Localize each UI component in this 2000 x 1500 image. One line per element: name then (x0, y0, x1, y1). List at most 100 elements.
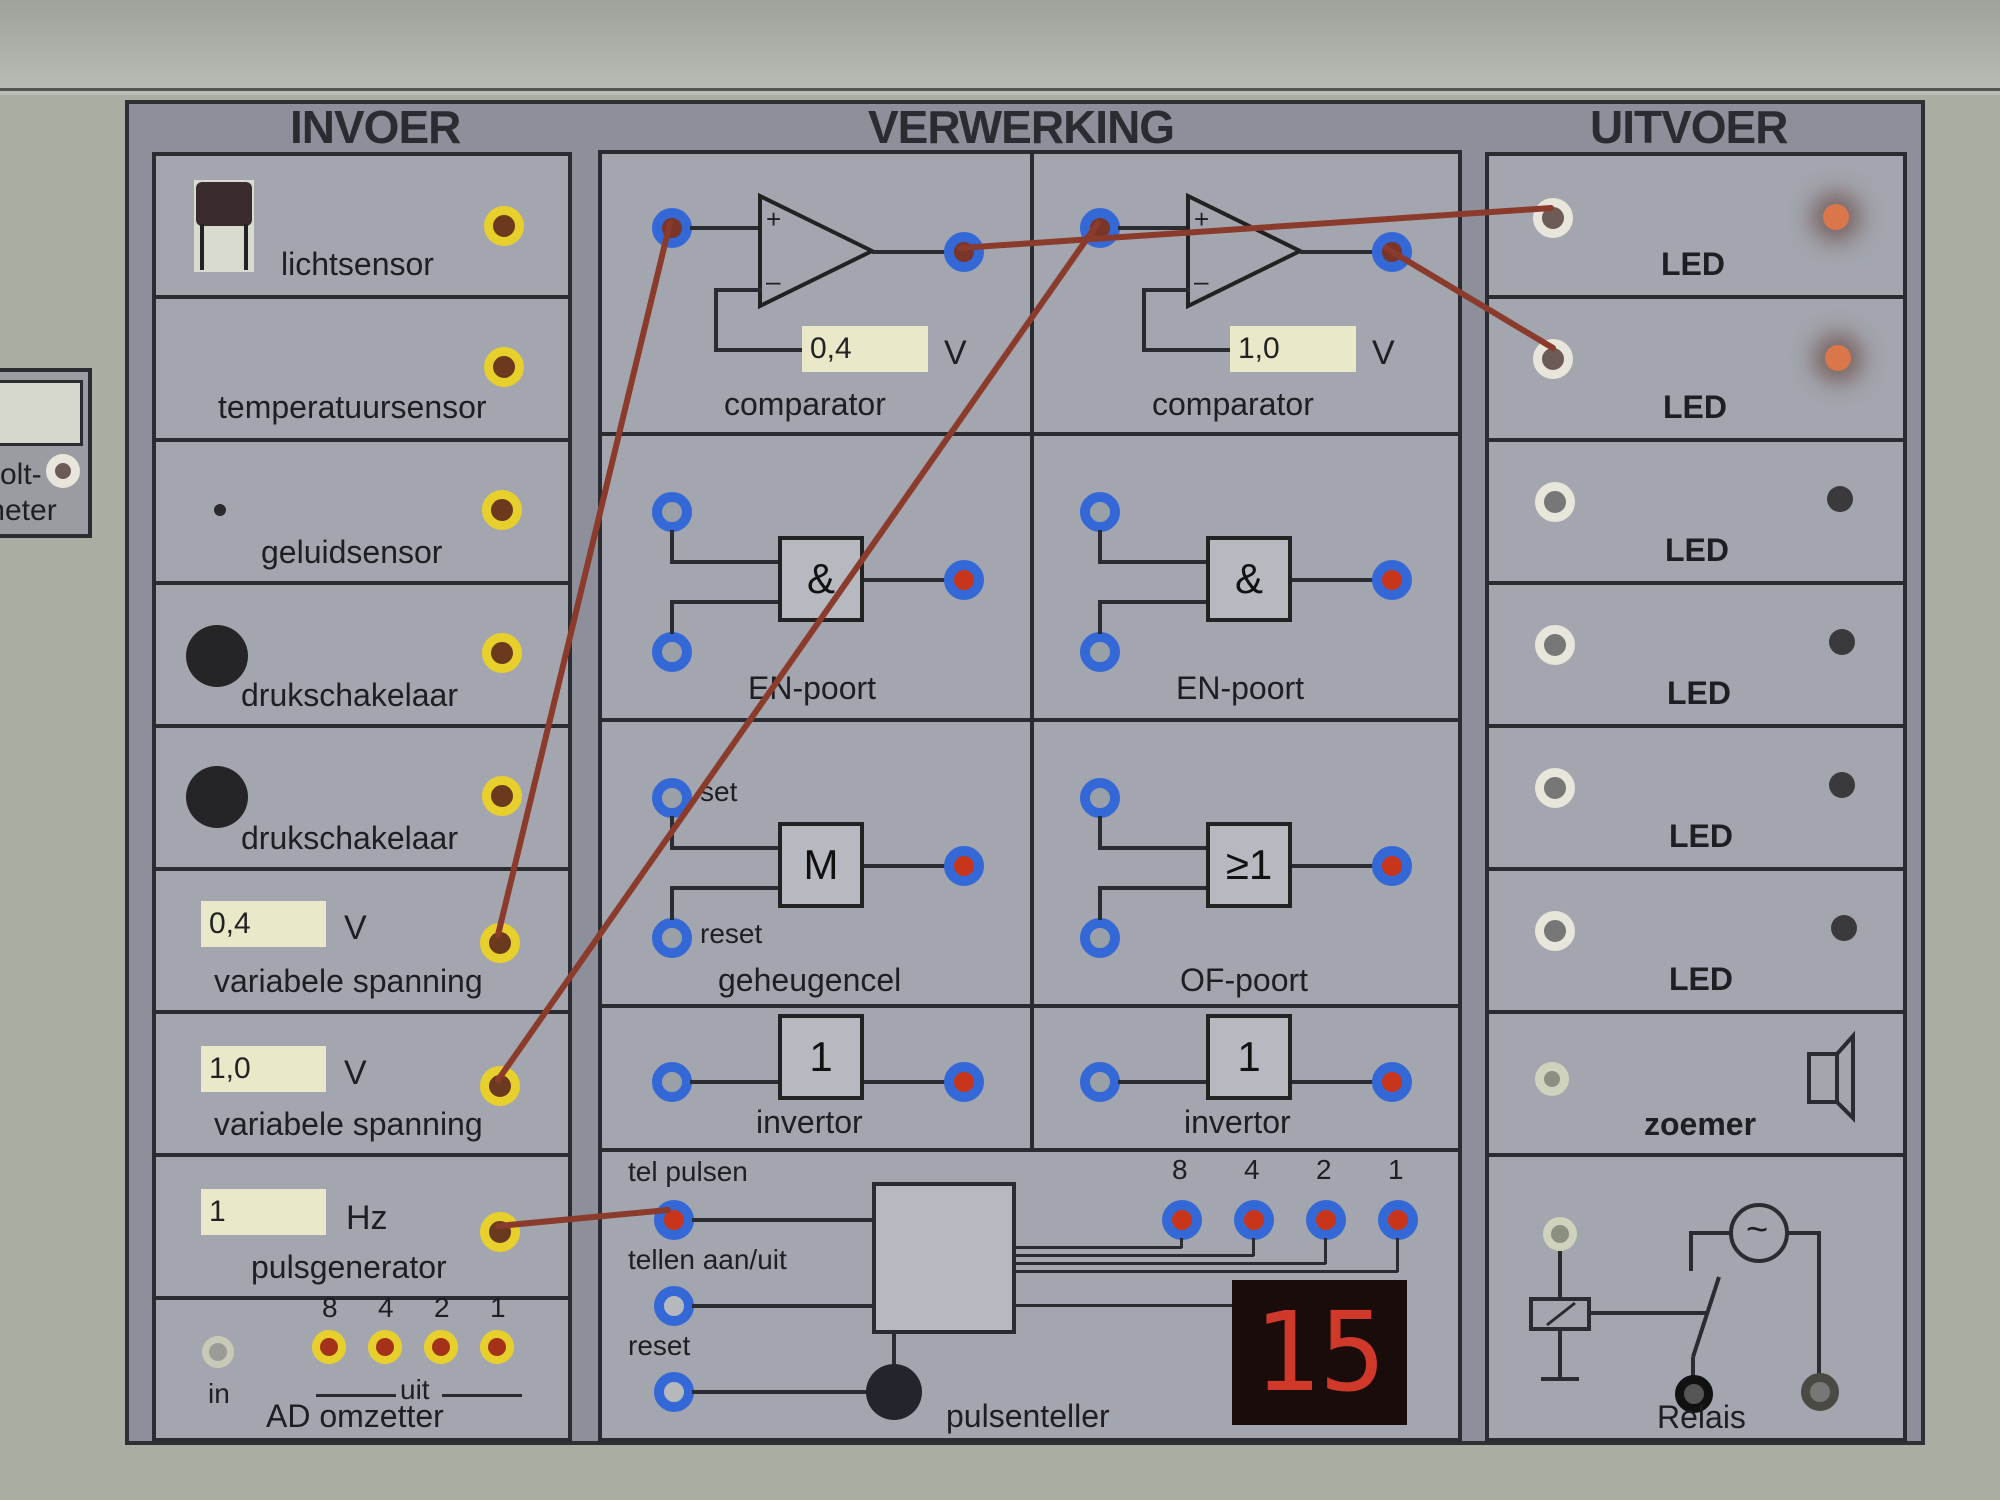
led-socket[interactable] (1535, 768, 1575, 808)
wire (1142, 348, 1232, 352)
relay-output: ~ Relais (1489, 1157, 1903, 1438)
wire (864, 864, 948, 868)
wire (1098, 888, 1102, 920)
ad-input-socket[interactable] (202, 1336, 234, 1368)
counter-bit-label: 1 (1388, 1154, 1404, 1185)
led-label: LED (1665, 532, 1729, 568)
gate-input-socket[interactable] (652, 492, 692, 532)
inverter-symbol: 1 (1206, 1014, 1292, 1100)
ad-bit-label: 8 (322, 1292, 338, 1323)
led-output-2: LED (1489, 299, 1903, 442)
set-socket[interactable] (652, 778, 692, 818)
wire (670, 530, 674, 562)
voltage-input[interactable]: 0,4 (201, 901, 326, 947)
ad-bit-socket[interactable] (480, 1330, 514, 1364)
counter-reset-socket[interactable] (654, 1372, 694, 1412)
led-socket[interactable] (1535, 625, 1575, 665)
counter-bit-socket[interactable] (1162, 1200, 1202, 1240)
gate-input-socket[interactable] (1080, 918, 1120, 958)
voltage-input[interactable]: 1,0 (201, 1046, 326, 1092)
wire (714, 348, 804, 352)
wire (1098, 886, 1210, 890)
push-button[interactable] (186, 766, 248, 828)
count-toggle-socket[interactable] (654, 1286, 694, 1326)
led-output-5: LED (1489, 728, 1903, 871)
comparator-input-socket[interactable] (1080, 208, 1120, 248)
ad-bit-socket[interactable] (312, 1330, 346, 1364)
counter-bit-socket[interactable] (1234, 1200, 1274, 1240)
inverter-symbol: 1 (778, 1014, 864, 1100)
wire (1142, 288, 1190, 292)
count-pulses-socket[interactable] (654, 1200, 694, 1240)
comparator-output-socket[interactable] (944, 232, 984, 272)
inverter-output-socket[interactable] (1372, 1062, 1412, 1102)
comparator-input-socket[interactable] (652, 208, 692, 248)
voltmeter-socket[interactable] (46, 454, 80, 488)
inverter-input-socket[interactable] (652, 1062, 692, 1102)
or-gate-symbol: ≥1 (1206, 822, 1292, 908)
reset-socket[interactable] (652, 918, 692, 958)
ad-bit-label: 4 (378, 1292, 394, 1323)
voltmeter-dial (0, 380, 83, 446)
gate-input-socket[interactable] (1080, 632, 1120, 672)
wire (1016, 1246, 1182, 1249)
inverter-input-socket[interactable] (1080, 1062, 1120, 1102)
output-socket[interactable] (480, 1212, 520, 1252)
buzzer-output: zoemer (1489, 1014, 1903, 1157)
counter-bit-socket[interactable] (1378, 1200, 1418, 1240)
led-indicator (1829, 772, 1855, 798)
relay-contact-socket[interactable] (1675, 1375, 1713, 1413)
led-socket[interactable] (1535, 482, 1575, 522)
counter-block (872, 1182, 1016, 1334)
ad-bit-socket[interactable] (368, 1330, 402, 1364)
threshold-input[interactable]: 1,0 (1230, 326, 1356, 372)
gate-output-socket[interactable] (1372, 560, 1412, 600)
output-socket[interactable] (482, 490, 522, 530)
relay-contact-socket[interactable] (1801, 1373, 1839, 1411)
output-panel: LED LED LED LED LED LED zoemer (1485, 152, 1907, 1442)
threshold-input[interactable]: 0,4 (802, 326, 928, 372)
ad-in-label: in (208, 1378, 230, 1409)
counter-reset-button[interactable] (866, 1364, 922, 1420)
gate-input-socket[interactable] (652, 632, 692, 672)
relay-input-socket[interactable] (1543, 1217, 1577, 1251)
led-socket[interactable] (1533, 198, 1573, 238)
ad-bit-socket[interactable] (424, 1330, 458, 1364)
push-button[interactable] (186, 625, 248, 687)
ad-bit-label: 2 (434, 1292, 450, 1323)
counter-display: 15 (1232, 1280, 1407, 1425)
frequency-input[interactable]: 1 (201, 1189, 326, 1235)
voltmeter[interactable]: olt- meter (0, 368, 92, 538)
memory-output-socket[interactable] (944, 846, 984, 886)
led-label: LED (1669, 818, 1733, 854)
uit-line-right (442, 1394, 522, 1397)
counter-bit-socket[interactable] (1306, 1200, 1346, 1240)
output-socket[interactable] (482, 776, 522, 816)
output-socket[interactable] (480, 923, 520, 963)
relay-label: Relais (1657, 1399, 1746, 1435)
wire (872, 250, 952, 254)
memory-symbol: M (778, 822, 864, 908)
gate-input-socket[interactable] (1080, 492, 1120, 532)
inverter-output-socket[interactable] (944, 1062, 984, 1102)
gate-output-socket[interactable] (944, 560, 984, 600)
inverter-1: 1 invertor (602, 1008, 1030, 1152)
voltmeter-label-2: meter (0, 494, 57, 527)
output-socket[interactable] (480, 1066, 520, 1106)
input-label: drukschakelaar (241, 820, 458, 856)
counter-reset-label: reset (628, 1330, 691, 1361)
led-label: LED (1667, 675, 1731, 711)
gate-output-socket[interactable] (1372, 846, 1412, 886)
output-socket[interactable] (482, 633, 522, 673)
led-socket[interactable] (1533, 339, 1573, 379)
gate-input-socket[interactable] (1080, 778, 1120, 818)
led-socket[interactable] (1535, 911, 1575, 951)
ad-converter: in 8 4 2 1 uit AD omzetter (156, 1292, 568, 1438)
wire (1098, 602, 1102, 634)
comparator-output-socket[interactable] (1372, 232, 1412, 272)
buzzer-socket[interactable] (1535, 1062, 1569, 1096)
output-socket[interactable] (484, 206, 524, 246)
wire (670, 846, 782, 850)
uit-line-left (316, 1394, 396, 1397)
output-socket[interactable] (484, 347, 524, 387)
